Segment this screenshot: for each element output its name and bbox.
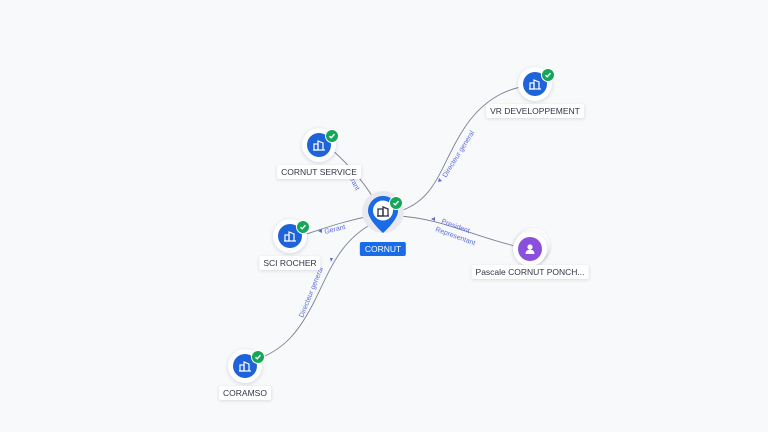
verified-check-icon — [251, 350, 265, 364]
verified-check-icon — [296, 220, 310, 234]
node-label: CORAMSO — [219, 386, 271, 400]
edge-cor — [254, 221, 376, 361]
node-label: Pascale CORNUT PONCH... — [471, 265, 589, 279]
edge-vr — [396, 83, 536, 213]
edge-pc — [396, 215, 516, 247]
arrow-cor — [330, 258, 333, 262]
edge-label-sci: Gerant — [324, 224, 347, 236]
arrow-pc — [431, 217, 435, 221]
verified-check-icon — [541, 68, 555, 82]
center-node-label: CORNUT — [359, 242, 407, 256]
verified-check-icon — [325, 129, 339, 143]
arrow-sci — [318, 229, 322, 233]
person-icon — [518, 237, 542, 261]
verified-check-icon — [389, 196, 403, 210]
node-label: SCI ROCHER — [259, 256, 321, 270]
edge-label-cor: Directeur general — [298, 266, 325, 319]
arrow-vr — [438, 178, 442, 182]
node-label: VR DEVELOPPEMENT — [486, 104, 584, 118]
node-label: CORNUT SERVICE — [277, 165, 361, 179]
